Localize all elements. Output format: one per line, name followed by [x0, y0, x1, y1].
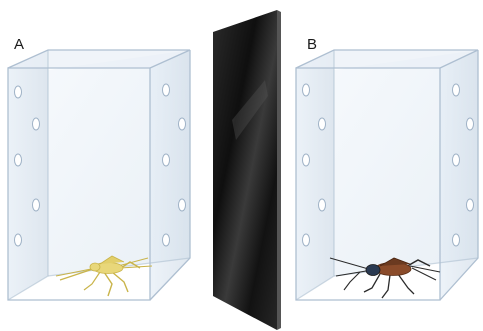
panel-label-b: B	[307, 36, 317, 53]
box-a	[8, 50, 190, 300]
box-b-left-side	[296, 50, 334, 300]
box-a-left-side	[8, 50, 48, 300]
panel-label-a: A	[14, 36, 24, 53]
black-glass-partition	[213, 10, 281, 330]
box-b	[296, 50, 478, 300]
